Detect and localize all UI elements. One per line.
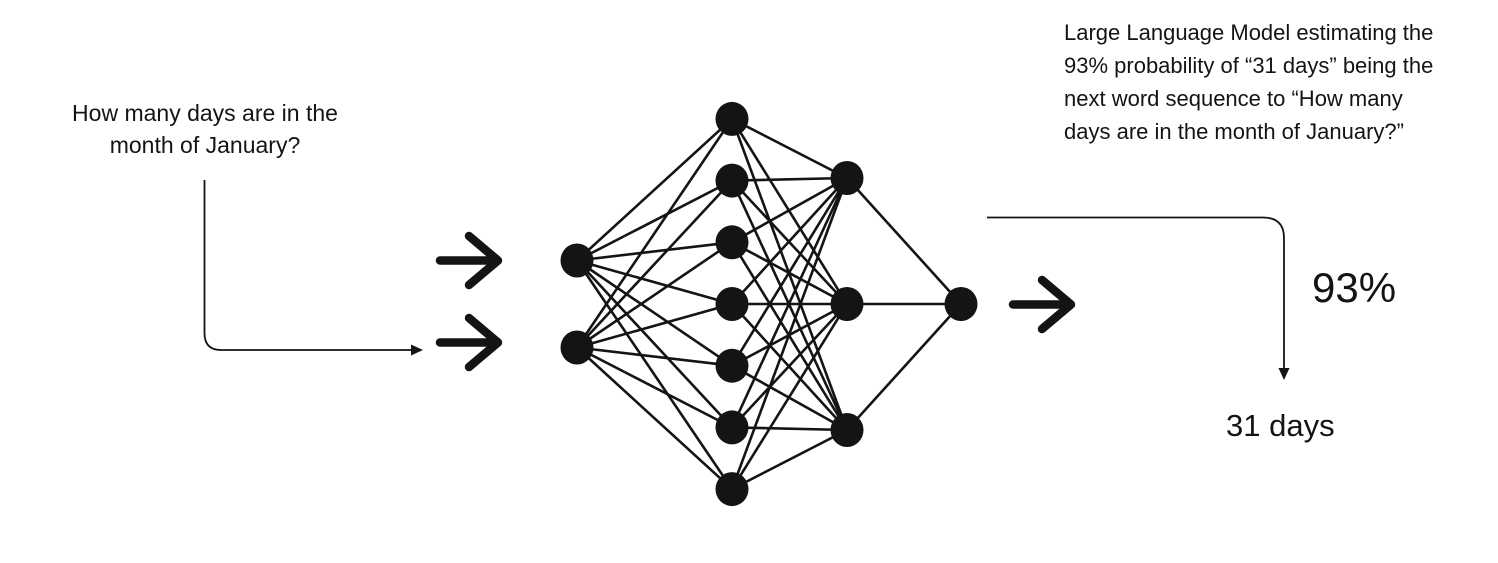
network-edge [576,241,733,262]
input-arrow-top-icon [435,231,503,290]
probability-connector-arrow [987,216,1290,380]
network-edge [730,177,849,367]
network-edge [731,303,848,429]
network-edge [576,259,733,367]
network-node-layer1 [715,287,749,321]
network-edge [575,259,734,490]
network-node-layer1 [715,225,749,260]
network-edge [576,346,733,367]
network-edge [731,117,848,180]
network-edge [730,177,849,490]
answer-label: 31 days [1226,408,1335,443]
network-edge [731,176,848,244]
llm-description-text: Large Language Model estimating the 93% … [1064,20,1434,144]
network-node-layer0 [560,243,594,278]
network-edge [730,303,849,490]
network-edge [576,259,733,429]
network-node-layer0 [560,330,594,365]
network-node-layer1 [715,348,749,383]
network-node-layer1 [715,410,749,445]
network-node-layer2 [830,161,864,195]
network-edge [576,179,733,349]
network-edge [576,346,733,491]
probability-label: 93% [1312,264,1397,311]
network-node-layer2 [830,287,864,321]
network-node-layer3 [944,287,978,321]
question-connector-arrow [203,180,423,356]
network-edge [846,177,962,305]
network-edge [576,241,733,349]
network-edge [576,179,733,262]
input-arrow-bottom-icon [435,313,503,372]
network-edge [576,259,733,306]
neural-network [560,101,978,507]
network-edge [731,177,848,305]
network-edge [731,176,848,182]
question-text: How many days are in the month of Januar… [72,100,338,158]
network-edge [846,303,962,431]
network-edge [731,426,848,432]
network-node-layer1 [715,472,749,507]
network-node-layer1 [715,101,749,136]
network-node-layer2 [830,413,864,447]
network-edge [576,346,733,429]
network-node-layer1 [715,163,749,198]
output-arrow-icon [1008,275,1076,334]
network-edge [731,428,848,491]
network-edge [730,177,849,428]
network-edge [576,302,733,349]
network-edge [576,117,733,262]
network-edge [575,118,734,349]
